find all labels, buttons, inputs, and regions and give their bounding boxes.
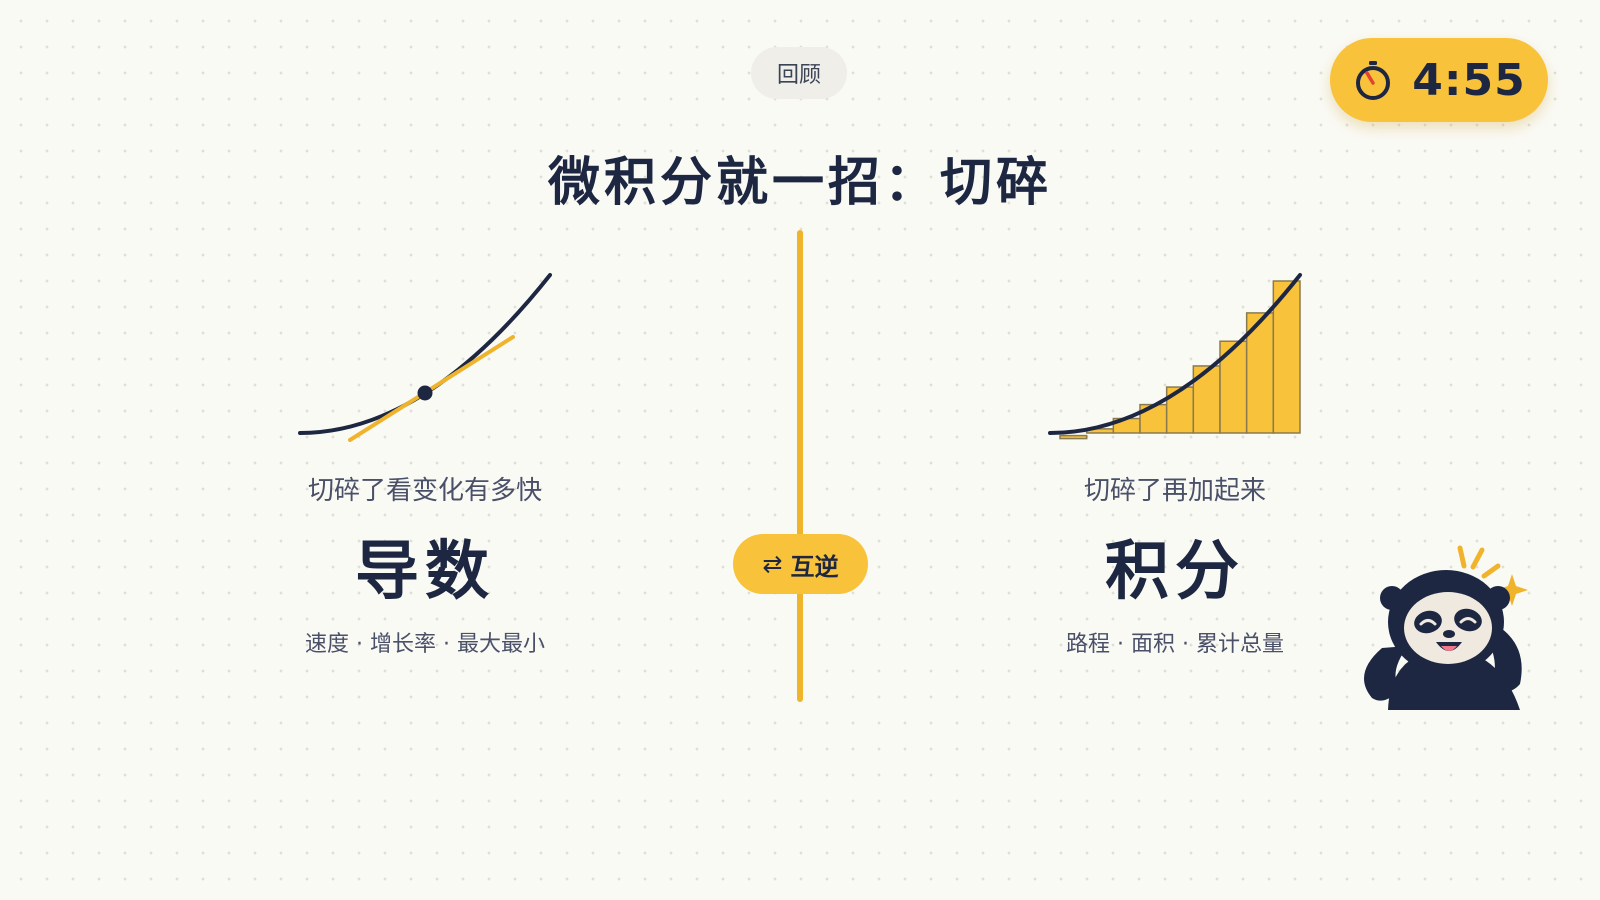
page-title: 微积分就一招：切碎 [547, 153, 1052, 213]
riemann-bars [1059, 280, 1301, 440]
sparkle-icon [1496, 574, 1528, 606]
section-badge: 回顾 [751, 47, 847, 99]
riemann-sum-illustration [1048, 273, 1302, 440]
derivative-caption: 切碎了看变化有多快 [307, 476, 542, 506]
derivative-term: 导数 [355, 535, 495, 609]
stopwatch-icon [1356, 61, 1391, 100]
integral-term: 积分 [1105, 535, 1245, 609]
tangent-point [417, 385, 433, 401]
tangent-line [348, 335, 515, 442]
curve [1048, 273, 1302, 435]
integral-uses: 路程 · 面积 · 累计总量 [1066, 632, 1284, 657]
curve [298, 273, 552, 435]
countdown-timer: 4:55 [1330, 38, 1548, 122]
derivative-uses: 速度 · 增长率 · 最大最小 [305, 632, 545, 657]
sloth-mascot [1364, 545, 1528, 710]
inverse-label: 互逆 [790, 552, 839, 581]
section-badge-label: 回顾 [776, 63, 821, 88]
riemann-bar [1059, 434, 1088, 440]
swap-arrows-icon: ⇄ [762, 550, 783, 578]
riemann-bar [1272, 280, 1301, 434]
timer-value: 4:55 [1412, 54, 1526, 106]
tangent-line-illustration [298, 273, 552, 442]
center-divider [797, 230, 803, 702]
inverse-badge: ⇄ 互逆 [733, 534, 868, 594]
integral-caption: 切碎了再加起来 [1083, 476, 1266, 506]
